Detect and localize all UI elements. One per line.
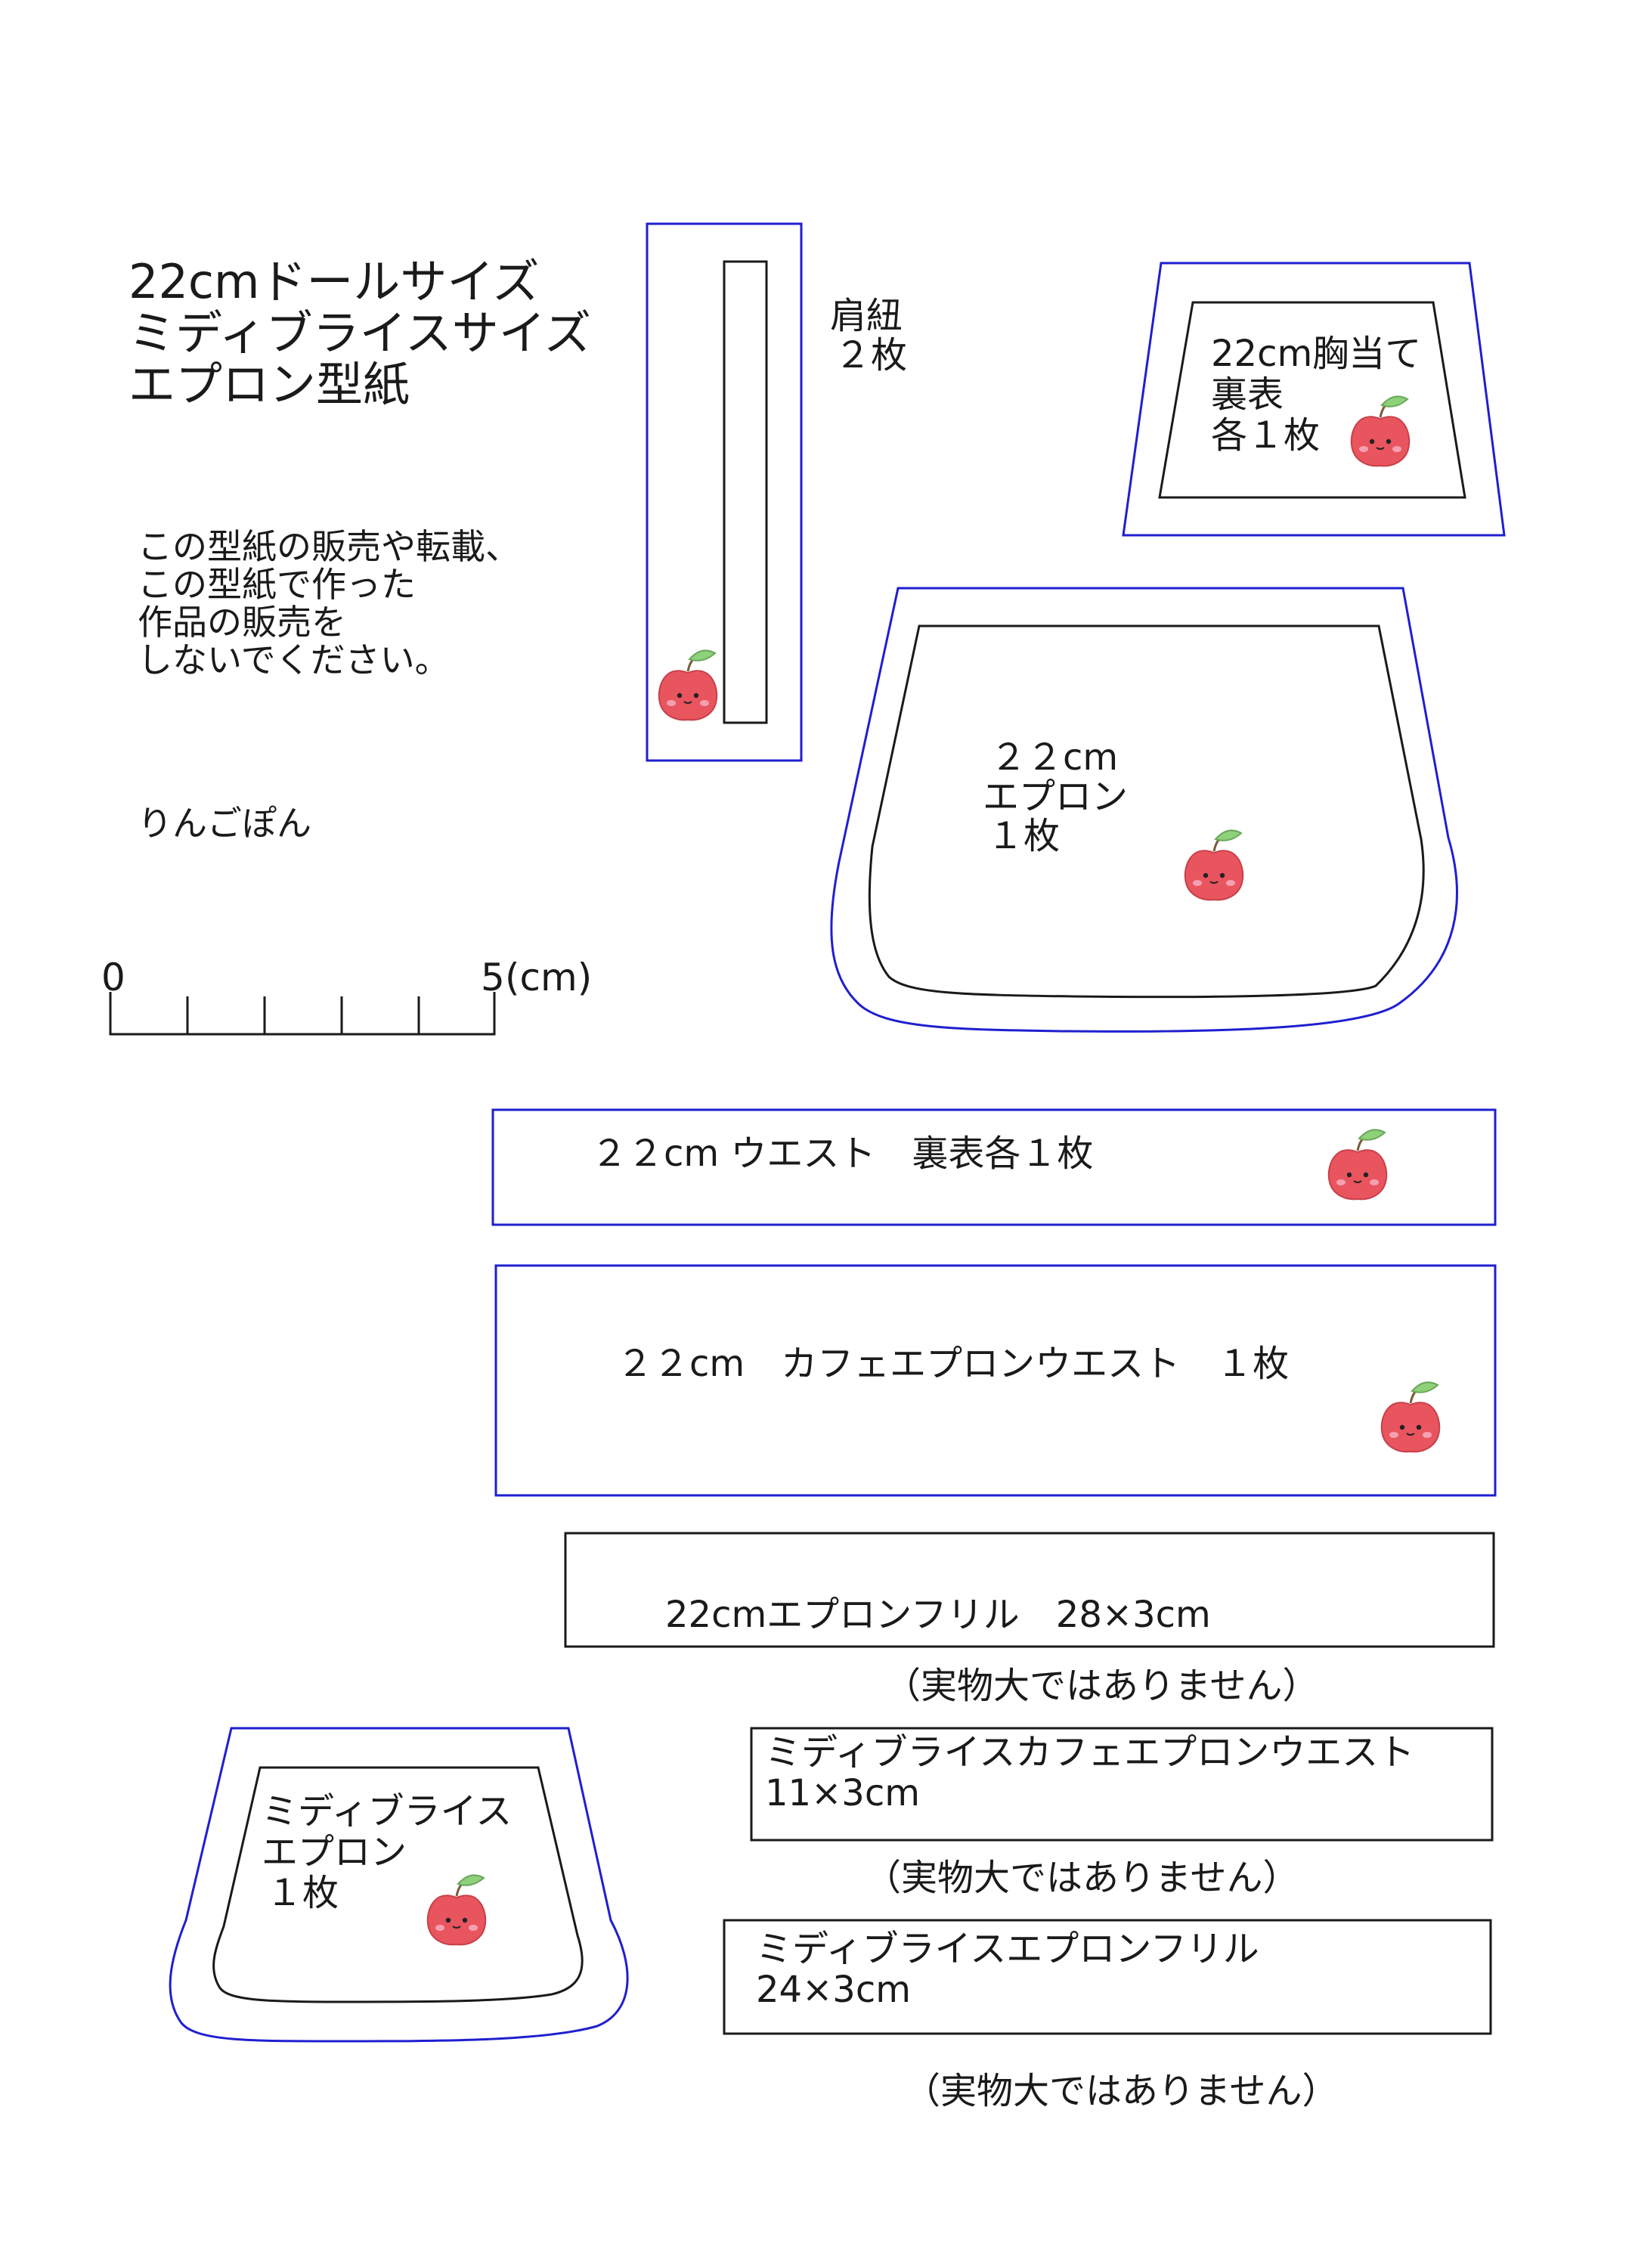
bib-sides: 裏表 xyxy=(1211,373,1284,416)
midi-frill-note: （実物大ではありません） xyxy=(904,2070,1339,2112)
bib-seam-outline xyxy=(1122,262,1506,537)
apple-mascot-icon xyxy=(1350,395,1411,467)
frill22-note: （実物大ではありません） xyxy=(884,1665,1319,1707)
midi-apron-count: １枚 xyxy=(266,1872,339,1914)
frill22-outline xyxy=(564,1532,1495,1648)
waist22-outline xyxy=(491,1108,1497,1226)
title-line-1: 22cmドールサイズ xyxy=(129,254,540,309)
apple-mascot-icon xyxy=(1327,1128,1388,1201)
scale-unit-label: (cm) xyxy=(505,956,593,999)
apron22-cut-outline xyxy=(868,624,1425,999)
shoulder-strap-name: 肩紐 xyxy=(830,295,903,337)
waist22-label: ２２cm ウエスト 裏表各１枚 xyxy=(591,1132,1094,1175)
apron22-size: ２２cm xyxy=(990,736,1119,779)
midi-frill-name: ミディブライスエプロンフリル xyxy=(756,1928,1259,1970)
midi-apron-piece: エプロン xyxy=(262,1831,407,1873)
title-line-2: ミディブライスサイズ xyxy=(129,305,591,361)
notice-line-3: 作品の販売を xyxy=(138,602,346,643)
apple-mascot-icon xyxy=(1184,829,1244,901)
bib-name: 22cm胸当て xyxy=(1211,333,1422,375)
bib-cut-outline xyxy=(1158,301,1466,499)
bib-count: 各１枚 xyxy=(1211,414,1321,457)
frill22-label: 22cmエプロンフリル 28×3cm xyxy=(665,1594,1211,1636)
midi-apron-name: ミディブライス xyxy=(262,1790,513,1833)
midi-frill-size: 24×3cm xyxy=(756,1969,911,2011)
midi-cafe-waist-name: ミディブライスカフェエプロンウエスト xyxy=(765,1731,1415,1774)
author-name: りんごぽん xyxy=(138,803,311,844)
midi-cafe-waist-size: 11×3cm xyxy=(765,1772,920,1814)
apple-mascot-icon xyxy=(426,1873,487,1946)
midi-cafe-waist-note: （実物大ではありません） xyxy=(865,1857,1299,1899)
notice-line-1: この型紙の販売や転載、 xyxy=(138,526,520,567)
apron22-seam-outline xyxy=(830,587,1458,1033)
apron22-name: エプロン xyxy=(983,776,1129,818)
cafe-waist22-outline xyxy=(494,1264,1497,1497)
midi-apron-cut-outline xyxy=(212,1766,584,2003)
shoulder-strap-cut-outline xyxy=(723,260,768,724)
midi-cafe-waist-outline xyxy=(750,1727,1494,1842)
cafe-waist22-label: ２２cm カフェエプロンウエスト １枚 xyxy=(617,1343,1290,1385)
scale-end-label: 5 xyxy=(481,956,505,999)
shoulder-strap-seam-outline xyxy=(646,222,803,762)
title-line-3: エプロン型紙 xyxy=(129,357,410,412)
notice-line-2: この型紙で作った xyxy=(138,564,416,605)
apple-mascot-icon xyxy=(658,649,718,721)
midi-frill-outline xyxy=(723,1919,1492,2035)
apron22-count: １枚 xyxy=(987,815,1061,857)
scale-bar xyxy=(109,992,496,1036)
notice-line-4: しないでください。 xyxy=(138,640,450,680)
midi-apron-seam-outline xyxy=(169,1727,629,2043)
shoulder-strap-count: ２枚 xyxy=(835,334,908,376)
scale-start-label: 0 xyxy=(101,956,125,999)
apple-mascot-icon xyxy=(1380,1380,1441,1453)
